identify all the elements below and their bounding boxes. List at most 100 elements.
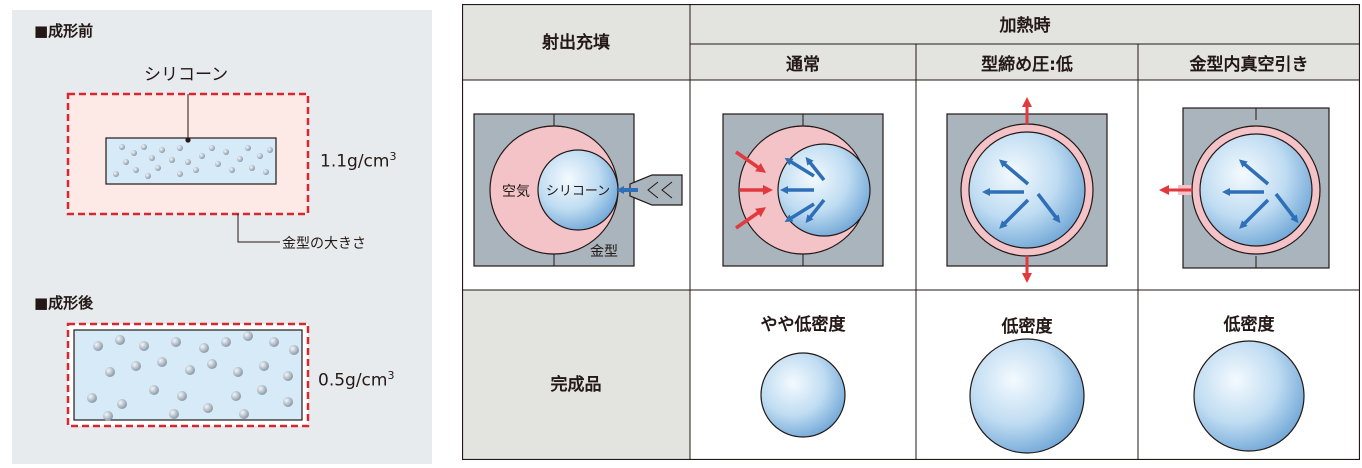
air-bubble	[257, 385, 267, 395]
air-bubble	[169, 409, 179, 419]
air-bubble	[209, 145, 215, 151]
after-density-exponent: 3	[387, 369, 395, 382]
mold-size-leader-line	[237, 214, 280, 243]
silicone-sphere	[1199, 133, 1313, 247]
air-bubble	[113, 171, 119, 177]
row-finished-product: 完成品	[551, 374, 602, 395]
expansion-arrow	[1239, 198, 1270, 229]
air-bubble	[119, 144, 125, 150]
heating-vacuum-diagram	[1159, 107, 1330, 269]
table-border	[462, 4, 1360, 460]
heating-normal-diagram	[722, 113, 884, 267]
air-bubble	[139, 341, 149, 351]
arrows-normal	[735, 150, 826, 230]
density-low-clamp: 低密度	[1001, 316, 1054, 337]
air-bubble	[199, 153, 205, 159]
silicone-block-before	[105, 137, 277, 185]
left-panel: ■成形前 シリコーン 1.1g/cm3 金型の大きさ ■成形後 0.5g/cm3	[12, 10, 432, 464]
air-bubble	[203, 403, 213, 413]
silicone-leader-dot	[185, 137, 191, 143]
row-label-bg	[462, 290, 690, 460]
air-bubble	[237, 156, 243, 162]
arrows-low-clamp	[982, 159, 1061, 229]
air-bubble	[263, 169, 269, 175]
air-bubble	[131, 361, 141, 371]
air-bubble	[145, 173, 151, 179]
air-bubble	[193, 167, 199, 173]
air-bubble	[269, 337, 279, 347]
finished-sphere-low-clamp	[969, 338, 1085, 454]
expansion-arrow	[999, 198, 1030, 229]
density-vacuum: 低密度	[1223, 314, 1276, 335]
mold-size-label: 金型の大きさ	[282, 236, 366, 252]
pressure-arrow	[735, 207, 767, 230]
finished-sphere-normal	[760, 352, 846, 438]
bubbles-after	[87, 331, 299, 421]
air-bubble	[157, 357, 167, 367]
after-density-value: 0.5g/cm3	[318, 369, 394, 391]
air-bubble	[171, 337, 181, 347]
air-bubble	[231, 391, 241, 401]
air-bubble	[87, 393, 97, 403]
air-bubble	[115, 335, 125, 345]
air-bubble	[259, 361, 269, 371]
air-bubble	[257, 153, 263, 159]
air-bubble	[123, 159, 129, 165]
bubbles-before	[113, 144, 273, 179]
expansion-arrow	[784, 157, 815, 178]
injection-nozzle	[629, 174, 683, 206]
table-header-bg	[462, 4, 1360, 80]
expansion-arrow	[784, 202, 815, 223]
air-bubble	[207, 359, 217, 369]
arrows-vacuum	[1222, 159, 1299, 229]
air-bubble	[221, 337, 231, 347]
expansion-arrow	[805, 156, 826, 182]
pressure-arrow	[735, 150, 767, 173]
air-bubble	[133, 167, 139, 173]
injection-fill-diagram: 空気 シリコーン 金型	[473, 113, 683, 267]
air-bubble	[117, 399, 127, 409]
air-bubble	[199, 343, 209, 353]
before-molding-heading: ■成形前	[34, 22, 94, 40]
air-bubble	[177, 145, 183, 151]
air-bubble	[267, 147, 273, 153]
air-bubble	[141, 144, 147, 150]
subheader-low-clamp: 型締め圧:低	[981, 54, 1073, 75]
nozzle-inner-line	[647, 181, 659, 199]
air-bubble	[103, 411, 113, 421]
density-comparison-diagram	[66, 92, 310, 428]
before-density-value: 1.1g/cm3	[320, 150, 396, 172]
label-mold: 金型	[590, 244, 618, 260]
air-bubble	[283, 371, 293, 381]
before-density-main: 1.1g/cm	[320, 151, 390, 172]
air-bubble	[245, 145, 251, 151]
header-injection-fill: 射出充填	[541, 32, 610, 53]
finished-sphere-vacuum	[1193, 340, 1305, 452]
air-bubble	[149, 385, 159, 395]
air-bubble	[249, 165, 255, 171]
nozzle-inner-line	[661, 181, 673, 199]
subheader-vacuum: 金型内真空引き	[1189, 54, 1309, 75]
expansion-arrow	[805, 198, 826, 224]
air-bubble	[289, 345, 299, 355]
air-bubble	[159, 147, 165, 153]
header-heating: 加熱時	[999, 15, 1051, 36]
after-molding-heading: ■成形後	[34, 294, 94, 312]
after-density-main: 0.5g/cm	[318, 370, 388, 391]
air-bubble	[177, 171, 183, 177]
subheader-normal: 通常	[786, 54, 820, 75]
expansion-arrow	[1238, 159, 1270, 186]
air-bubble	[149, 155, 155, 161]
air-bubble	[105, 367, 115, 377]
silicone-sphere	[968, 131, 1086, 249]
expansion-arrow	[1036, 192, 1061, 224]
air-bubble	[93, 341, 103, 351]
silicone-label: シリコーン	[144, 65, 229, 85]
air-bubble	[185, 159, 191, 165]
expansion-arrow	[998, 159, 1030, 186]
air-bubble	[223, 149, 229, 155]
air-bubble	[283, 397, 293, 407]
air-bubble	[177, 391, 187, 401]
air-bubble	[185, 365, 195, 375]
air-bubble	[229, 167, 235, 173]
